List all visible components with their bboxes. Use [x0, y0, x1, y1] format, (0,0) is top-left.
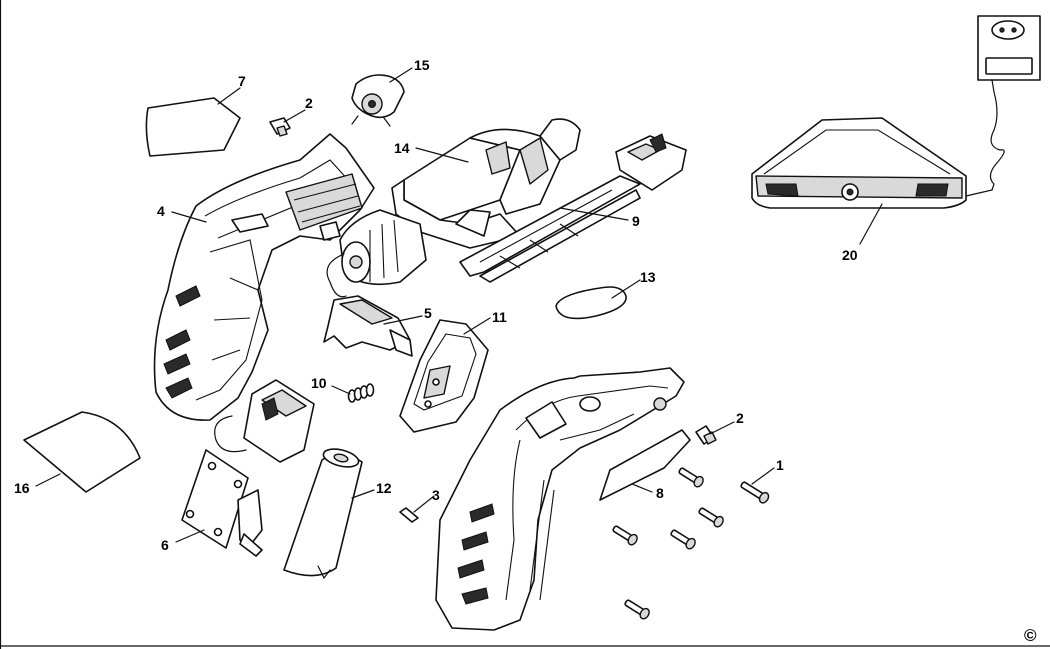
leader-6 [175, 529, 205, 543]
leader-3 [413, 495, 435, 513]
leader-2b [709, 421, 735, 435]
callout-1: 1 [776, 457, 784, 473]
part-4-left-housing [153, 133, 375, 421]
leader-1 [751, 467, 775, 485]
part-right-housing [435, 367, 685, 631]
copyright-mark: © [1024, 626, 1037, 645]
callout-9: 9 [632, 213, 640, 229]
leader-16 [35, 473, 61, 487]
callout-11: 11 [492, 309, 507, 325]
part-9-connector-bracket [459, 133, 687, 283]
part-switch-module [214, 379, 315, 463]
callout-14: 14 [394, 140, 410, 156]
callout-10: 10 [311, 375, 327, 391]
leader-20 [859, 203, 883, 245]
callout-7: 7 [238, 73, 246, 89]
leader-8 [631, 483, 653, 493]
callout-12: 12 [376, 480, 392, 496]
leader-13 [611, 279, 641, 299]
part-7-label-sticker [145, 97, 241, 157]
callout-4: 4 [157, 203, 165, 219]
part-2-screw-lower [695, 425, 717, 445]
callout-5: 5 [424, 305, 432, 321]
callout-3: 3 [432, 487, 440, 503]
callout-6: 6 [161, 537, 169, 553]
part-11-battery-holder [399, 319, 489, 433]
part-12-battery-cell [283, 448, 363, 580]
part-20-charger [751, 15, 1041, 209]
callout-15: 15 [414, 57, 430, 73]
callout-16: 16 [14, 480, 30, 496]
leader-7 [217, 87, 241, 105]
leader-5 [383, 315, 423, 325]
callout-2-upper: 2 [305, 95, 313, 111]
part-1-screws [612, 467, 770, 620]
leader-4 [171, 211, 207, 223]
leader-9 [559, 207, 629, 221]
callout-8: 8 [656, 485, 664, 501]
part-15-selector-knob [351, 74, 405, 127]
leader-15 [389, 67, 413, 83]
part-3-pin [399, 507, 419, 523]
callout-2-lower: 2 [736, 410, 744, 426]
callout-13: 13 [640, 269, 656, 285]
leader-12 [351, 489, 375, 499]
part-16-label-sticker [23, 411, 141, 493]
part-5-switch-bracket [323, 295, 413, 357]
leader-2a [283, 109, 306, 123]
leader-11 [463, 317, 491, 335]
part-14-motor-gearbox [326, 118, 581, 298]
leader-10 [331, 385, 351, 395]
leader-14 [415, 147, 469, 163]
part-8-label-sticker [599, 429, 691, 501]
callout-20: 20 [842, 247, 858, 263]
part-10-spring [347, 383, 375, 403]
part-13-pad [555, 286, 627, 320]
part-2-screw-upper [269, 117, 291, 137]
part-6-circuit-board [181, 449, 263, 557]
